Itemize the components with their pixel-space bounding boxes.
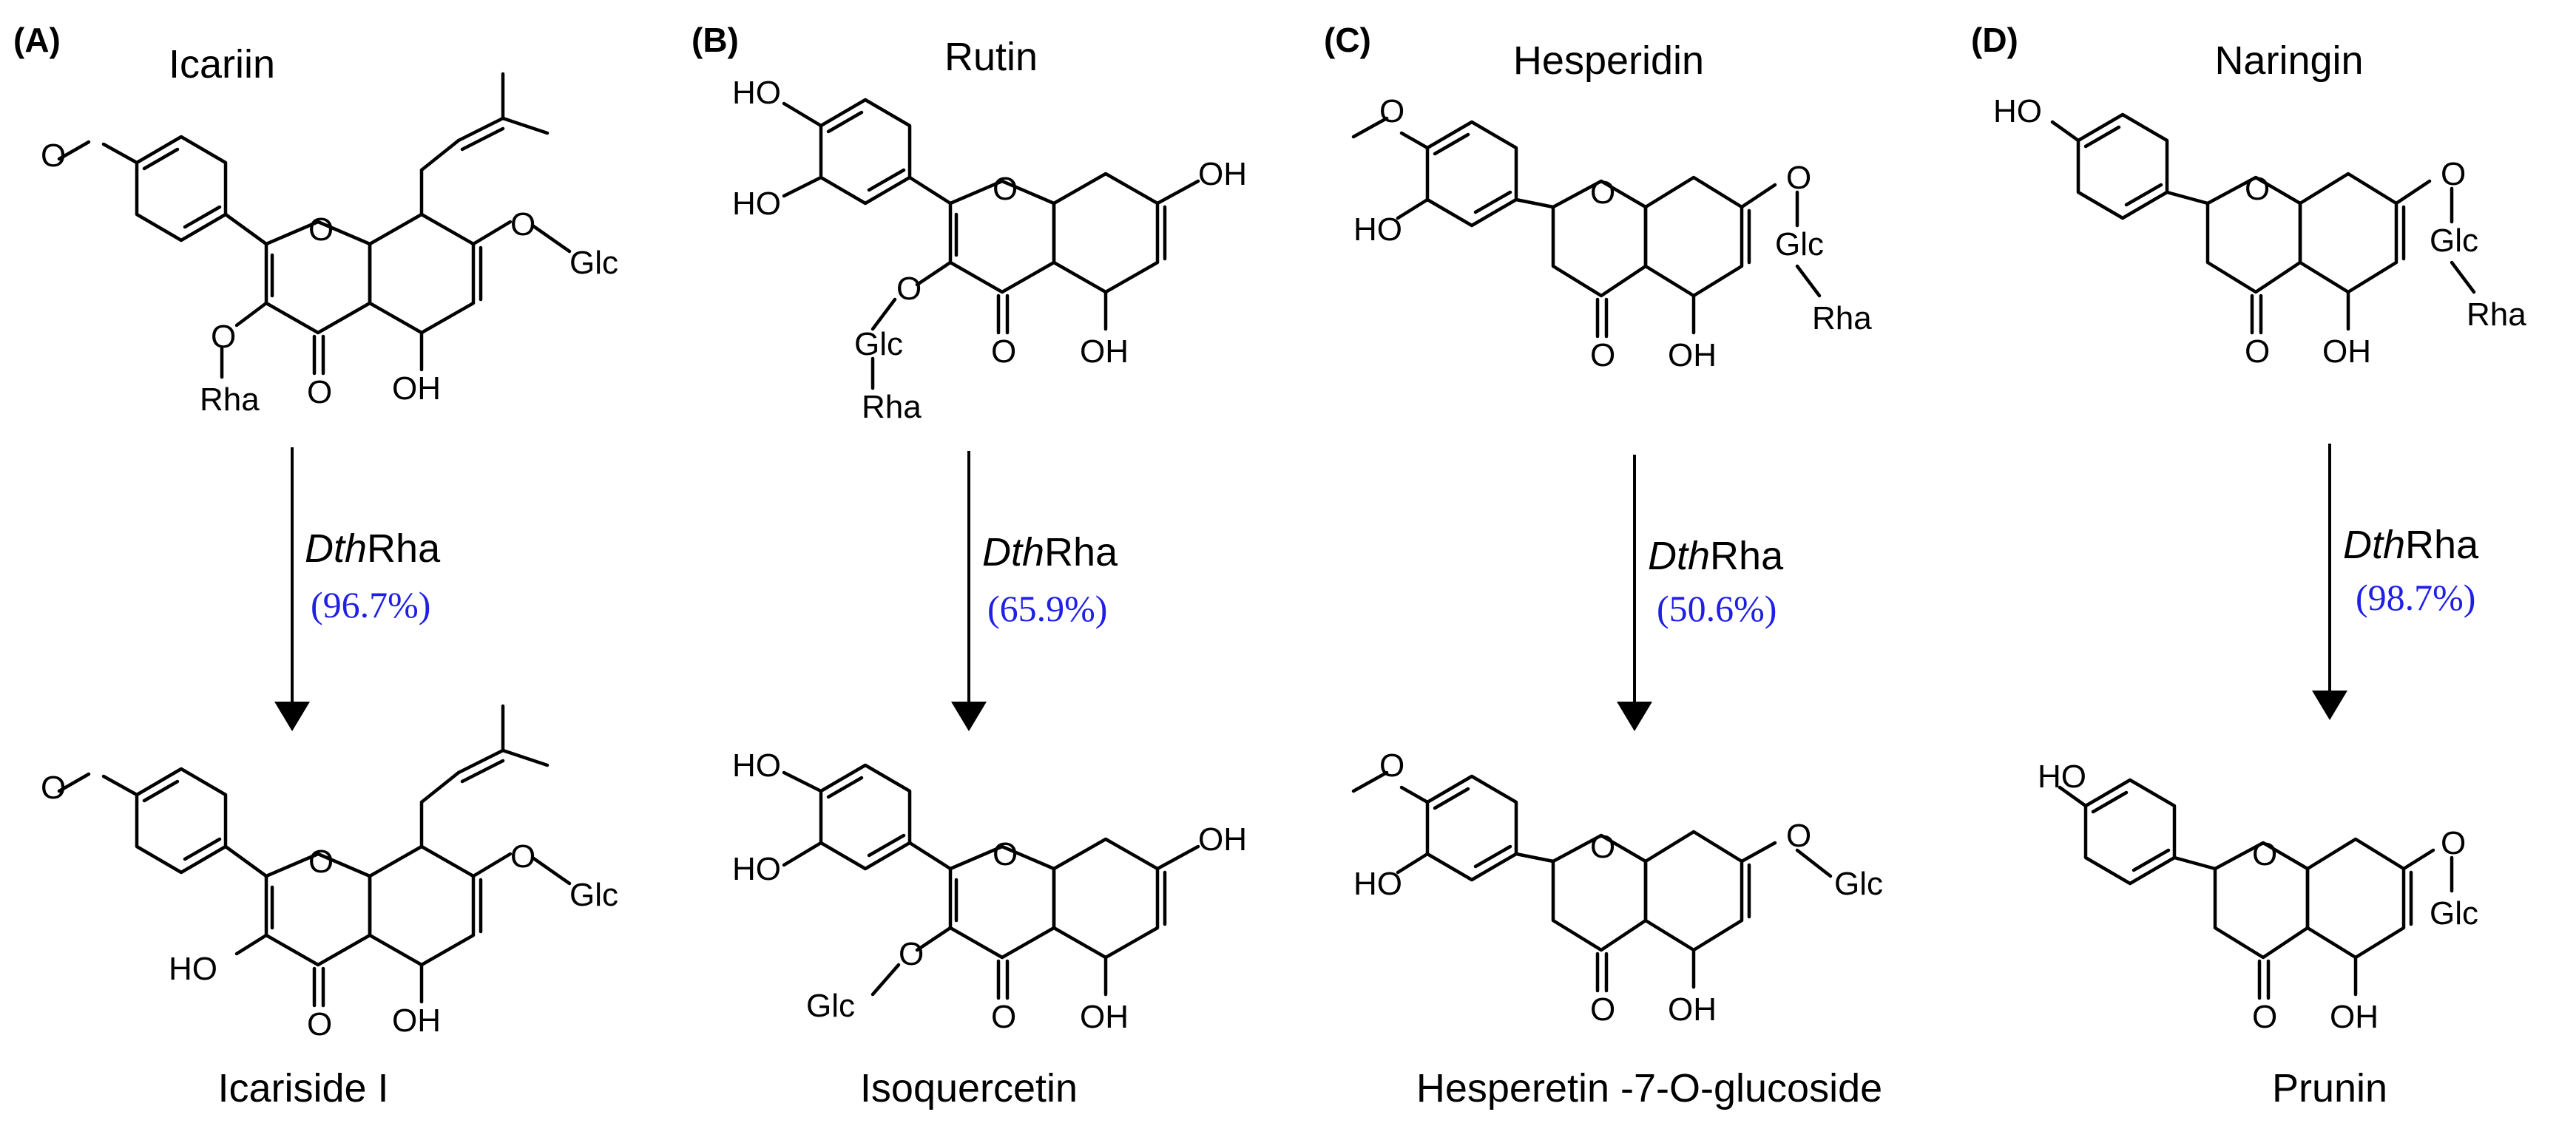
panel-a-substrate-keto-o: O bbox=[307, 374, 332, 410]
panel-b-substrate-keto-o: O bbox=[991, 333, 1016, 370]
panel-a-substrate-ring-o: O bbox=[308, 211, 334, 248]
panel-c-enzyme-label: DthRha bbox=[1648, 534, 1784, 578]
panel-a-product-keto-o: O bbox=[307, 1006, 332, 1042]
panel-b-substrate-rha: Rha bbox=[862, 389, 922, 425]
panel-c-substrate-name: Hesperidin bbox=[1513, 38, 1704, 83]
panel-a-product-3-oh: HO bbox=[169, 951, 217, 987]
panel-b-product-glc: Glc bbox=[806, 988, 855, 1024]
panel-d-substrate-4prime-oh: HO bbox=[1993, 93, 2042, 129]
panel-a-product-glc: Glc bbox=[569, 877, 618, 913]
panel-b-letter: (B) bbox=[692, 21, 739, 59]
panel-b-substrate-7-oh: OH bbox=[1198, 156, 1247, 192]
panel-a-substrate-7-o: O bbox=[510, 206, 535, 243]
panel-d-product-4prime-oh: HO bbox=[2038, 759, 2086, 795]
panel-d-product-keto-o: O bbox=[2252, 999, 2277, 1035]
panel-c-substrate-3prime-oh: HO bbox=[1353, 211, 1402, 248]
panel-c-product-keto-o: O bbox=[1590, 991, 1615, 1028]
panel-b-yield: (65.9%) bbox=[987, 588, 1107, 629]
panel-b-product-3-o: O bbox=[899, 936, 924, 972]
panel-c-product-glc: Glc bbox=[1834, 866, 1883, 902]
panel-c-product-5-oh: OH bbox=[1668, 991, 1717, 1028]
panel-c-yield: (50.6%) bbox=[1657, 588, 1777, 629]
panel-d-product-7-o: O bbox=[2441, 825, 2466, 861]
panel-a-substrate-methoxy-o: O bbox=[41, 138, 66, 174]
panel-a-substrate-name: Icariin bbox=[169, 42, 275, 87]
panel-d-substrate-name: Naringin bbox=[2214, 38, 2363, 83]
panel-c-product-methoxy-o: O bbox=[1379, 747, 1404, 784]
panel-a-enzyme-label: DthRha bbox=[305, 526, 441, 571]
panel-b-enzyme-label: DthRha bbox=[982, 530, 1118, 574]
panel-d-enzyme-label: DthRha bbox=[2343, 523, 2479, 567]
panel-d-substrate-keto-o: O bbox=[2245, 333, 2270, 370]
panel-a-letter: (A) bbox=[13, 21, 61, 59]
panel-b-substrate-ring-o: O bbox=[993, 171, 1018, 207]
panel-b-product-ring-o: O bbox=[993, 836, 1018, 872]
panel-a: (A) Icariin O bbox=[13, 21, 618, 1110]
panel-c-product-3prime-oh: HO bbox=[1353, 866, 1402, 902]
panel-a-substrate-structure bbox=[57, 72, 572, 379]
panel-b-product-name: Isoquercetin bbox=[860, 1066, 1078, 1110]
panel-d: (D) Naringin HO O O Glc Rha O OH DthRha … bbox=[1971, 21, 2526, 1110]
panel-b-product-3prime-oh: HO bbox=[732, 851, 781, 887]
panel-d-yield: (98.7%) bbox=[2356, 577, 2475, 618]
panel-a-product-ring-o: O bbox=[308, 844, 334, 880]
panel-a-product-name: Icariside I bbox=[217, 1066, 388, 1110]
panel-a-product-7-o: O bbox=[510, 838, 535, 875]
panel-d-product-ring-o: O bbox=[2252, 836, 2277, 872]
panel-c-substrate-keto-o: O bbox=[1590, 337, 1615, 373]
panel-a-product-5-oh: OH bbox=[392, 1003, 441, 1039]
panel-a-substrate-rha: Rha bbox=[200, 381, 260, 418]
panel-b-substrate-3prime-oh: HO bbox=[732, 186, 781, 222]
panel-c-substrate-ring-o: O bbox=[1590, 174, 1615, 211]
panel-c: (C) Hesperidin O HO O O Glc Rha O OH bbox=[1324, 21, 1883, 1110]
panel-b-product-structure bbox=[782, 763, 1200, 1000]
panel-b-substrate-4prime-oh: HO bbox=[732, 75, 781, 111]
panel-a-product-methoxy-o: O bbox=[41, 770, 66, 806]
panel-a-substrate-3-o: O bbox=[211, 319, 236, 355]
panel-d-product-name: Prunin bbox=[2272, 1066, 2387, 1110]
panel-a-yield: (96.7%) bbox=[311, 584, 430, 625]
panel-b-product-4prime-oh: HO bbox=[732, 747, 781, 784]
panel-b-substrate-glc: Glc bbox=[854, 326, 903, 362]
panel-c-product-ring-o: O bbox=[1590, 829, 1615, 865]
panel-d-substrate-ring-o: O bbox=[2245, 171, 2270, 207]
panel-a-substrate-glc: Glc bbox=[569, 245, 618, 281]
panel-d-product-glc: Glc bbox=[2430, 895, 2478, 932]
panel-d-substrate-rha: Rha bbox=[2467, 296, 2526, 333]
panel-b-substrate-5-oh: OH bbox=[1080, 333, 1129, 370]
panel-c-product-structure bbox=[1351, 770, 1833, 993]
panel-b-product-7-oh: OH bbox=[1198, 821, 1247, 858]
panel-b-substrate-structure bbox=[782, 98, 1200, 390]
panel-a-product-structure bbox=[57, 704, 572, 1008]
panel-c-substrate-7-o: O bbox=[1786, 160, 1811, 196]
panel-b-substrate-name: Rutin bbox=[944, 35, 1038, 79]
panel-c-substrate-methoxy-o: O bbox=[1379, 93, 1404, 129]
panel-c-product-name: Hesperetin -7-O-glucoside bbox=[1416, 1066, 1882, 1110]
panel-d-substrate-glc: Glc bbox=[2430, 223, 2478, 259]
panel-d-letter: (D) bbox=[1971, 21, 2018, 59]
panel-d-substrate-5-oh: OH bbox=[2322, 333, 2371, 370]
panel-d-substrate-structure bbox=[2050, 112, 2476, 335]
panel-b-product-keto-o: O bbox=[991, 999, 1016, 1035]
panel-c-substrate-glc: Glc bbox=[1775, 226, 1824, 262]
panel-c-substrate-structure bbox=[1351, 116, 1822, 339]
panel-b: (B) Rutin HO HO O OH O Glc Rha O bbox=[692, 21, 1247, 1110]
panel-c-letter: (C) bbox=[1324, 21, 1371, 59]
panel-c-product-7-o: O bbox=[1786, 818, 1811, 854]
panel-c-substrate-5-oh: OH bbox=[1668, 337, 1717, 373]
panel-b-product-5-oh: OH bbox=[1080, 999, 1129, 1035]
panel-d-substrate-7-o: O bbox=[2441, 156, 2466, 192]
panel-d-product-5-oh: OH bbox=[2330, 999, 2379, 1035]
panel-a-substrate-5-oh: OH bbox=[392, 370, 441, 407]
panel-b-substrate-3-o: O bbox=[896, 271, 922, 307]
panel-c-substrate-rha: Rha bbox=[1812, 300, 1872, 336]
panel-d-product-structure bbox=[2058, 778, 2454, 1000]
